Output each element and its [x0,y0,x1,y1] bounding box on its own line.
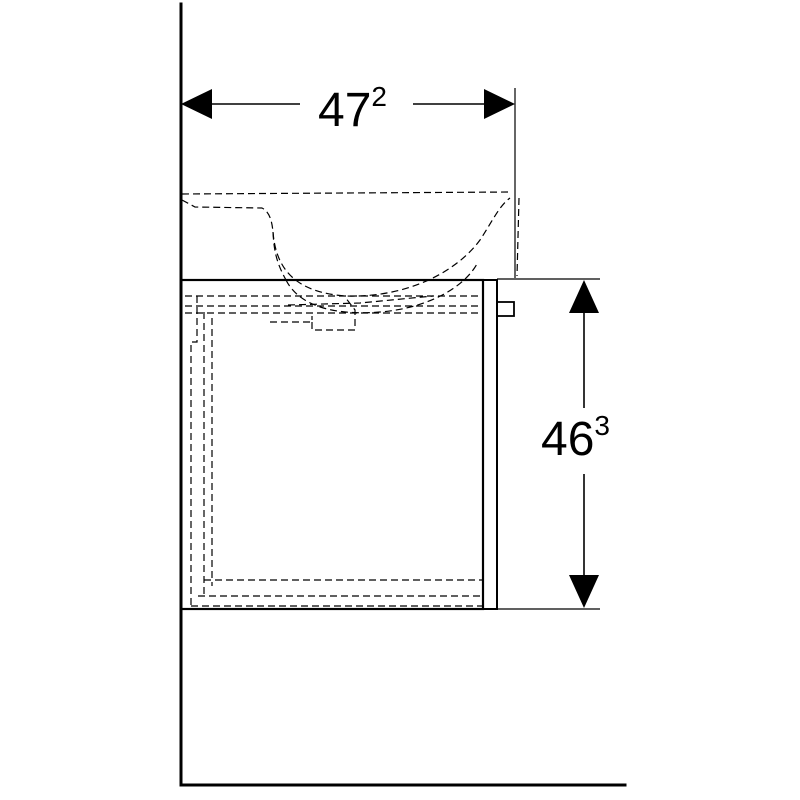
cabinet [179,278,515,611]
drawer-dashed-outline [185,295,482,607]
height-value-label: 463 [541,410,610,466]
cabinet-front-handle [496,301,515,317]
height-sup-value: 3 [594,410,610,441]
cabinet-body [179,278,485,611]
washbasin-drain-seat [287,295,434,306]
height-arrow-up-icon [569,280,599,313]
drawer-back-outer [190,296,198,606]
depth-arrow-left-icon [181,89,212,119]
washbasin-overflow-line [516,197,520,277]
washbasin-bowl-inner [272,197,511,297]
washbasin-drain-outlet [270,296,356,331]
wall-and-floor [179,2,627,787]
washbasin-top-rim [181,191,513,195]
depth-arrow-right-icon [484,89,515,119]
height-main-value: 46 [541,413,594,466]
depth-main-value: 47 [318,84,371,137]
height-arrow-down-icon [569,575,599,608]
washbasin-bowl-outer [285,261,479,314]
washbasin-dashed-outline [181,191,520,331]
depth-sup-value: 2 [371,81,387,112]
cabinet-front-panel [482,279,498,610]
depth-value-label: 472 [318,81,387,137]
washbasin-rim-lip [181,199,287,281]
height-dimension: 463 [497,278,610,610]
depth-dimension: 472 [181,81,516,278]
